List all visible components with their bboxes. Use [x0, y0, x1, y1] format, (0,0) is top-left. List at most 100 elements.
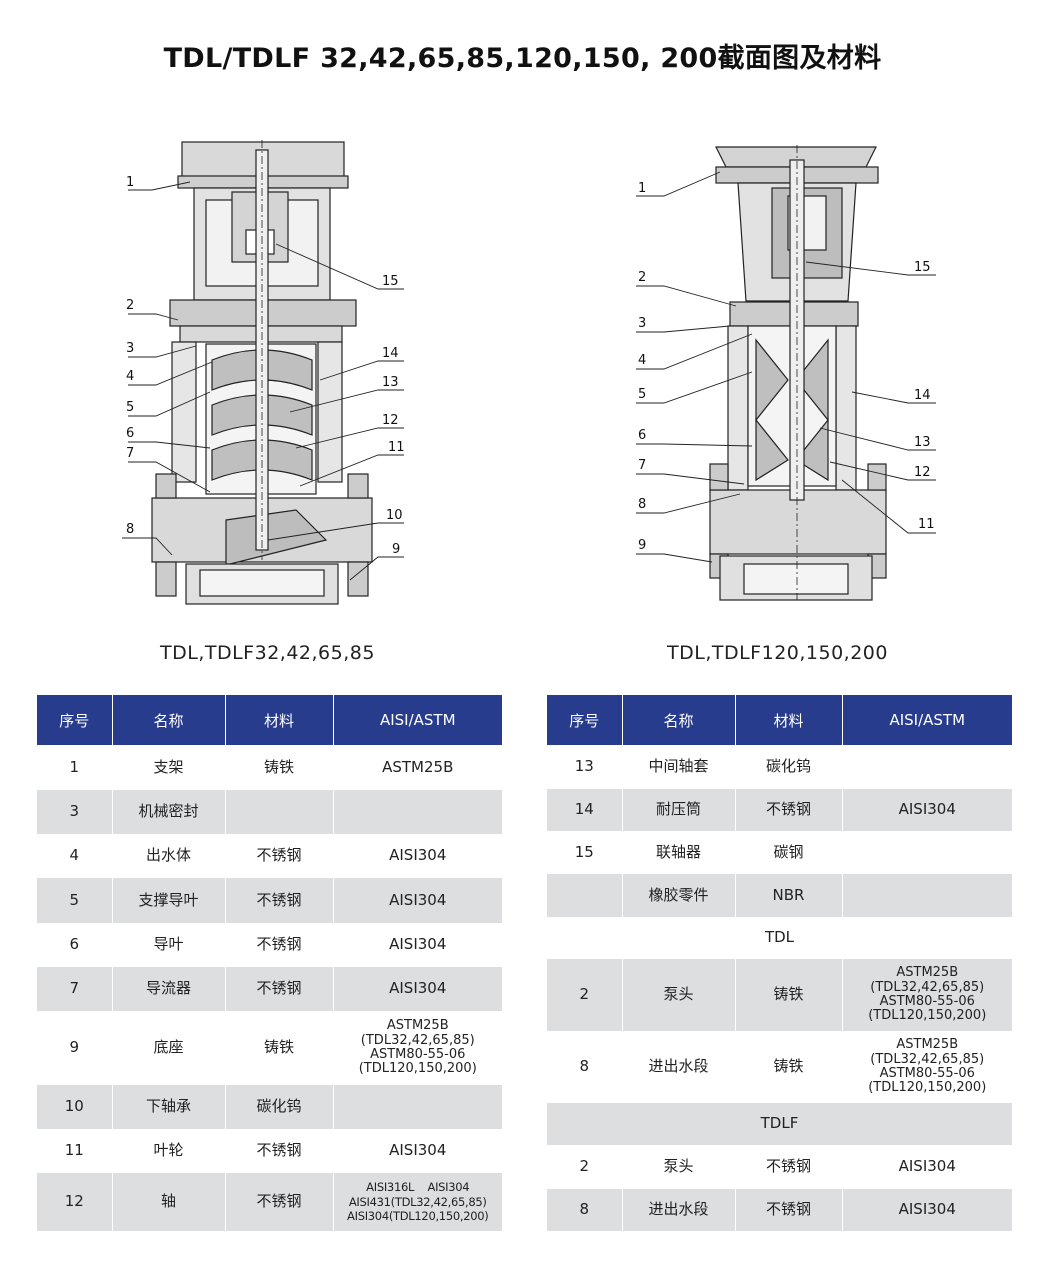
cell-aisi-line: (TDL32,42,65,85) — [360, 1032, 475, 1048]
cell-aisi-line: ASTM80-55-06 — [370, 1047, 466, 1062]
cell-aisi-line: (TDL32,42,65,85) — [870, 979, 985, 995]
right-drawing-caption: TDL,TDLF120,150,200 — [667, 642, 888, 664]
cell-material: 铸铁 — [225, 1011, 334, 1085]
cell-material: 铸铁 — [225, 745, 334, 790]
cell-name: 导流器 — [112, 967, 226, 1011]
cell-name: 支架 — [112, 745, 226, 790]
cell-no: 9 — [37, 1011, 113, 1085]
group-label-tdlf: TDLF — [547, 1103, 1012, 1145]
cell-material: 不锈钢 — [735, 789, 843, 831]
cell-name: 叶轮 — [112, 1129, 226, 1173]
callout-label: 13 — [382, 375, 399, 390]
table-row: 4 出水体 不锈钢 AISI304 — [37, 834, 502, 878]
table-row: 2 泵头 铸铁 ASTM25B (TDL32,42,65,85) ASTM80-… — [547, 959, 1012, 1031]
cell-name: 进出水段 — [622, 1031, 736, 1103]
table-header-row: 序号 名称 材料 AISI/ASTM — [547, 695, 1012, 745]
cell-no: 7 — [37, 967, 113, 1011]
cell-aisi-line: AISI431(TDL32,42,65,85) — [348, 1194, 487, 1209]
callout-label: 2 — [126, 298, 134, 313]
header-name: 名称 — [622, 695, 736, 745]
table-row: 9 底座 铸铁 ASTM25B (TDL32,42,65,85) ASTM80-… — [37, 1011, 502, 1085]
cell-aisi-line: (TDL32,42,65,85) — [870, 1051, 985, 1067]
cell-aisi — [842, 874, 1012, 917]
callout-label: 5 — [638, 387, 646, 402]
cell-no: 3 — [37, 790, 113, 834]
cell-material: 不锈钢 — [225, 967, 334, 1011]
cell-name: 导叶 — [112, 923, 226, 967]
cell-material: 不锈钢 — [225, 834, 334, 878]
cell-material — [225, 790, 334, 834]
cell-no: 5 — [37, 878, 113, 923]
header-material: 材料 — [225, 695, 334, 745]
cell-name: 机械密封 — [112, 790, 226, 834]
callout-label: 13 — [914, 435, 931, 450]
callout-label: 14 — [914, 388, 931, 403]
cell-aisi-line: AISI304(TDL120,150,200) — [347, 1209, 489, 1224]
cell-aisi-line: ASTM25B — [896, 965, 959, 981]
cell-no: 13 — [547, 745, 623, 789]
cell-name: 进出水段 — [622, 1189, 736, 1231]
cell-aisi: ASTM25B — [333, 745, 502, 790]
cell-aisi: AISI304 — [333, 1129, 502, 1173]
cell-aisi: ASTM25B (TDL32,42,65,85) ASTM80-55-06 (T… — [842, 959, 1012, 1031]
right-pump-section-drawing: 1 2 3 4 5 6 7 8 9 15 14 13 12 11 — [636, 145, 936, 601]
cell-no: 6 — [37, 923, 113, 967]
cell-no: 10 — [37, 1085, 113, 1129]
cell-material: 不锈钢 — [225, 878, 334, 923]
callout-label: 6 — [638, 428, 646, 443]
cell-name: 支撑导叶 — [112, 878, 226, 923]
callout-label: 11 — [388, 440, 405, 455]
cell-aisi — [842, 831, 1012, 874]
table-group-row: TDL — [547, 917, 1012, 959]
cell-material: 不锈钢 — [225, 923, 334, 967]
callout-label: 1 — [126, 175, 134, 190]
callout-label: 14 — [382, 346, 399, 361]
table-row: 橡胶零件 NBR — [547, 874, 1012, 917]
table-row: 14 耐压筒 不锈钢 AISI304 — [547, 789, 1012, 831]
cell-material: 铸铁 — [735, 1031, 843, 1103]
cell-material: 不锈钢 — [225, 1129, 334, 1173]
cell-aisi: AISI316L AISI304 AISI431(TDL32,42,65,85)… — [333, 1173, 502, 1231]
callout-label: 4 — [126, 369, 134, 384]
cell-material: 不锈钢 — [735, 1145, 843, 1189]
cell-aisi-line: (TDL120,150,200) — [868, 1080, 987, 1096]
cell-aisi-line: ASTM80-55-06 — [879, 1066, 975, 1081]
cell-no: 15 — [547, 831, 623, 874]
callout-label: 9 — [638, 538, 646, 553]
cell-aisi: AISI304 — [842, 789, 1012, 831]
cell-name: 下轴承 — [112, 1085, 226, 1129]
left-materials-table: 序号 名称 材料 AISI/ASTM 1 支架 铸铁 ASTM25B 3 机械密… — [37, 695, 502, 1231]
cell-material: NBR — [735, 874, 843, 917]
callout-label: 8 — [126, 522, 134, 537]
table-group-row: TDLF — [547, 1103, 1012, 1145]
cell-no: 2 — [547, 959, 623, 1031]
cell-aisi-line: (TDL120,150,200) — [358, 1061, 477, 1077]
cell-no: 14 — [547, 789, 623, 831]
cell-name: 轴 — [112, 1173, 226, 1231]
cell-material: 不锈钢 — [735, 1189, 843, 1231]
callout-label: 12 — [382, 413, 399, 428]
table-row: 6 导叶 不锈钢 AISI304 — [37, 923, 502, 967]
cell-material: 碳钢 — [735, 831, 843, 874]
table-row: 10 下轴承 碳化钨 — [37, 1085, 502, 1129]
callout-label: 8 — [638, 497, 646, 512]
table-row: 8 进出水段 不锈钢 AISI304 — [547, 1189, 1012, 1231]
callout-label: 12 — [914, 465, 931, 480]
cell-aisi — [333, 790, 502, 834]
header-aisi: AISI/ASTM — [333, 695, 502, 745]
cell-no: 1 — [37, 745, 113, 790]
group-label-tdl: TDL — [547, 917, 1012, 959]
page-title: TDL/TDLF 32,42,65,85,120,150, 200截面图及材料 — [163, 43, 882, 74]
callout-label: 3 — [126, 341, 134, 356]
table-header-row: 序号 名称 材料 AISI/ASTM — [37, 695, 502, 745]
table-row: 1 支架 铸铁 ASTM25B — [37, 745, 502, 790]
cell-aisi — [333, 1085, 502, 1129]
callout-label: 7 — [126, 446, 134, 461]
callout-label: 11 — [918, 517, 935, 532]
callout-label: 2 — [638, 270, 646, 285]
cell-name: 橡胶零件 — [622, 874, 736, 917]
cell-aisi-line: AISI316L AISI304 — [366, 1180, 470, 1195]
table-row: 2 泵头 不锈钢 AISI304 — [547, 1145, 1012, 1189]
cell-name: 出水体 — [112, 834, 226, 878]
table-row: 13 中间轴套 碳化钨 — [547, 745, 1012, 789]
